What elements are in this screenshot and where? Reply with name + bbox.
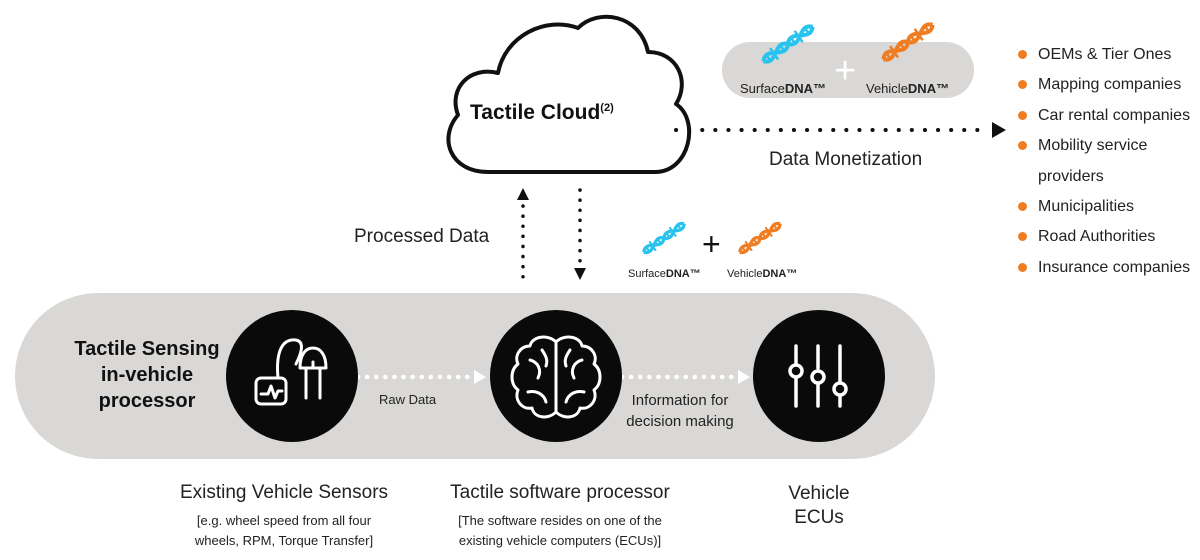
plus-sign-top: + bbox=[834, 50, 857, 92]
customer-item: Mobility service providers bbox=[1014, 131, 1200, 192]
pill-title: Tactile Sensing in-vehicle processor bbox=[62, 336, 232, 414]
bullet-dot bbox=[1018, 80, 1027, 90]
bullet-dot bbox=[1018, 141, 1027, 151]
ecu-node bbox=[753, 310, 885, 442]
sensors-caption: Existing Vehicle Sensors [e.g. wheel spe… bbox=[152, 482, 416, 551]
monetization-arrow bbox=[674, 122, 1006, 138]
software-desc-line-2: existing vehicle computers (ECUs)] bbox=[458, 533, 662, 548]
pill-title-line-1: Tactile Sensing bbox=[74, 338, 220, 360]
information-label: Information for decision making bbox=[614, 390, 746, 432]
processed-data-label: Processed Data bbox=[354, 226, 490, 247]
info-arrow bbox=[619, 370, 750, 384]
sensors-desc-line-2: wheels, RPM, Torque Transfer] bbox=[194, 533, 374, 548]
dna-icon bbox=[738, 222, 782, 254]
sliders-icon bbox=[788, 344, 848, 408]
raw-data-arrow bbox=[355, 370, 486, 384]
customer-item: Road Authorities bbox=[1014, 222, 1200, 252]
pill-title-line-2: in-vehicle bbox=[100, 364, 194, 386]
dna-pill-top bbox=[722, 42, 974, 98]
surface-dna-label-top: SurfaceDNA™ bbox=[740, 81, 826, 96]
cloud-superscript: (2) bbox=[600, 102, 614, 114]
download-arrow bbox=[574, 188, 586, 280]
dna-icon bbox=[881, 22, 935, 62]
data-monetization-label: Data Monetization bbox=[769, 149, 923, 170]
customer-item: Mapping companies bbox=[1014, 70, 1200, 100]
customer-item: Insurance companies bbox=[1014, 253, 1200, 283]
bullet-dot bbox=[1018, 232, 1027, 242]
upload-arrow bbox=[517, 188, 529, 284]
pill-title-line-3: processor bbox=[98, 390, 196, 412]
plus-sign-mid: + bbox=[702, 226, 721, 262]
dna-icon bbox=[642, 222, 686, 254]
customer-item: OEMs & Tier Ones bbox=[1014, 40, 1200, 70]
sensor-icon bbox=[254, 338, 328, 406]
sensors-desc-line-1: [e.g. wheel speed from all four bbox=[196, 513, 372, 528]
customer-item: Municipalities bbox=[1014, 192, 1200, 222]
sensors-title: Existing Vehicle Sensors bbox=[179, 482, 389, 503]
bullet-dot bbox=[1018, 50, 1027, 59]
surface-dna-label-mid: SurfaceDNA™ bbox=[628, 268, 701, 280]
vehicle-dna-label-top: VehicleDNA™ bbox=[866, 81, 950, 96]
ecus-caption: Vehicle ECUs bbox=[744, 482, 894, 530]
information-line-1: Information for bbox=[631, 392, 729, 409]
raw-data-label: Raw Data bbox=[379, 392, 437, 407]
brain-icon bbox=[510, 335, 602, 419]
ecus-title-line-2: ECUs bbox=[794, 507, 844, 528]
ecus-title-line-1: Vehicle bbox=[788, 483, 850, 504]
bullet-dot bbox=[1018, 262, 1027, 272]
software-caption: Tactile software processor [The software… bbox=[420, 482, 700, 551]
customer-item: Car rental companies bbox=[1014, 101, 1200, 131]
software-desc-line-1: [The software resides on one of the bbox=[458, 513, 662, 528]
bullet-dot bbox=[1018, 110, 1027, 120]
sensor-node bbox=[226, 310, 358, 442]
cloud-title: Tactile Cloud(2) bbox=[470, 101, 614, 124]
cloud-icon bbox=[446, 14, 692, 174]
bullet-dot bbox=[1018, 202, 1027, 212]
customer-list: OEMs & Tier Ones Mapping companies Car r… bbox=[1014, 40, 1200, 283]
dna-icon bbox=[761, 24, 815, 64]
vehicle-dna-label-mid: VehicleDNA™ bbox=[727, 268, 798, 280]
information-line-2: decision making bbox=[626, 413, 734, 430]
software-title: Tactile software processor bbox=[450, 482, 670, 503]
